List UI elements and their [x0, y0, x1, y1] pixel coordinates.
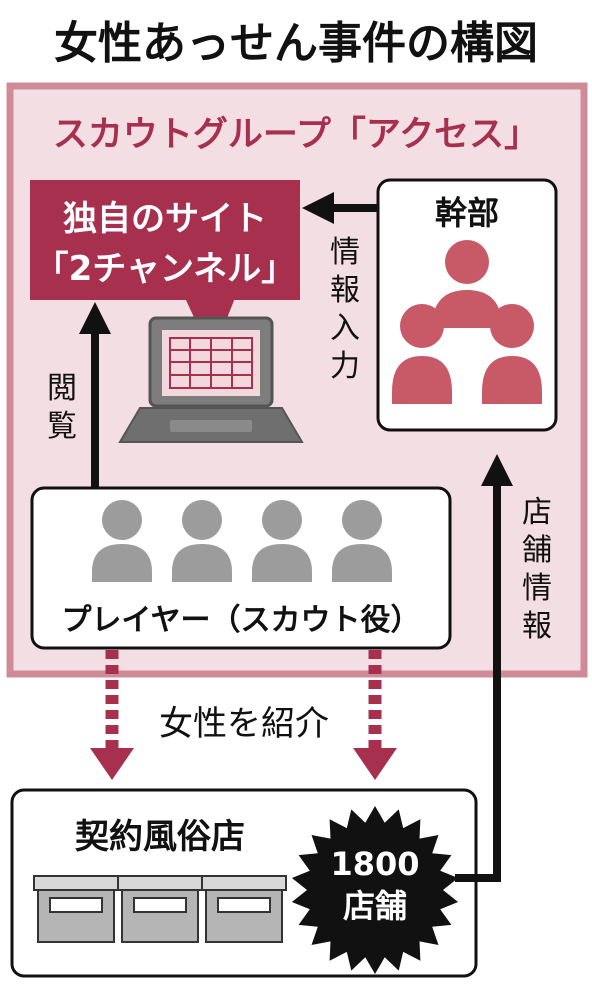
stores-label: 契約風俗店 — [75, 817, 245, 857]
group-label: スカウトグループ「アクセス」 — [53, 115, 539, 155]
arrow-store-info — [455, 454, 513, 882]
flow-info-input-char-0: 情 — [330, 235, 360, 270]
players-people-icon — [92, 500, 392, 582]
arrow-introduce-right — [353, 650, 397, 780]
executives-people-icon — [392, 240, 542, 404]
flow-info-input-char-2: 入 — [330, 311, 360, 346]
flow-info-input-char-3: 力 — [330, 349, 360, 384]
laptop-icon — [118, 316, 304, 443]
flow-store-info-char-3: 報 — [522, 609, 552, 644]
badge-unit: 店舗 — [343, 887, 407, 925]
executives-label: 幹部 — [435, 194, 499, 232]
store-buildings-icon — [33, 875, 287, 943]
players-label: プレイヤー（スカウト役） — [61, 603, 420, 638]
flow-store-info-char-1: 舗 — [522, 533, 552, 568]
arrow-introduce-left — [90, 650, 134, 780]
site-label-line1: 独自のサイト — [63, 199, 267, 239]
flow-browse-char-0: 閲 — [47, 371, 77, 406]
badge-count: 1800 — [330, 845, 419, 883]
page-title: 女性あっせん事件の構図 — [54, 18, 538, 69]
flow-info-input-char-1: 報 — [330, 273, 360, 308]
site-box — [30, 180, 300, 300]
store-count-badge — [291, 806, 459, 974]
flow-store-info-char-0: 店 — [522, 495, 552, 530]
flow-browse-char-1: 覧 — [47, 409, 77, 444]
flow-store-info-char-2: 情 — [522, 571, 552, 606]
site-label-line2: 「2チャンネル」 — [35, 249, 296, 289]
flow-introduce-label: 女性を紹介 — [159, 704, 329, 744]
